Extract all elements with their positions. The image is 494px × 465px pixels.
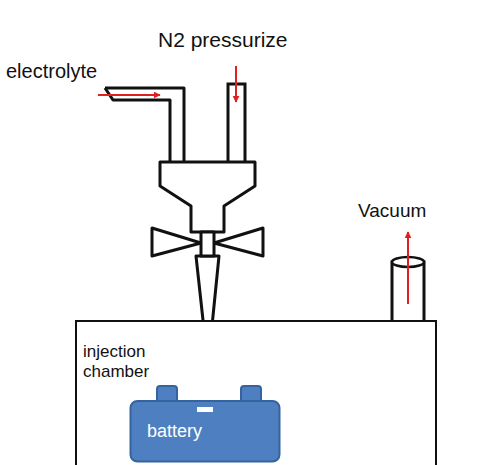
battery-label: battery [147, 421, 202, 443]
inlet-label: electrolyte [4, 60, 99, 83]
vacuum-arrow [407, 232, 409, 304]
inlet-tube [105, 88, 184, 162]
vacuum-label: Vacuum [356, 200, 428, 222]
electrolyte-arrow [98, 94, 160, 96]
funnel-body [160, 162, 255, 232]
n2-label: N2 pressurize [156, 28, 290, 52]
stopcock [152, 228, 263, 256]
injection-chamber: injection chamber battery [75, 320, 437, 465]
chamber-label: injection chamber [83, 342, 129, 383]
battery: battery [129, 385, 281, 463]
n2-arrow [235, 66, 237, 102]
